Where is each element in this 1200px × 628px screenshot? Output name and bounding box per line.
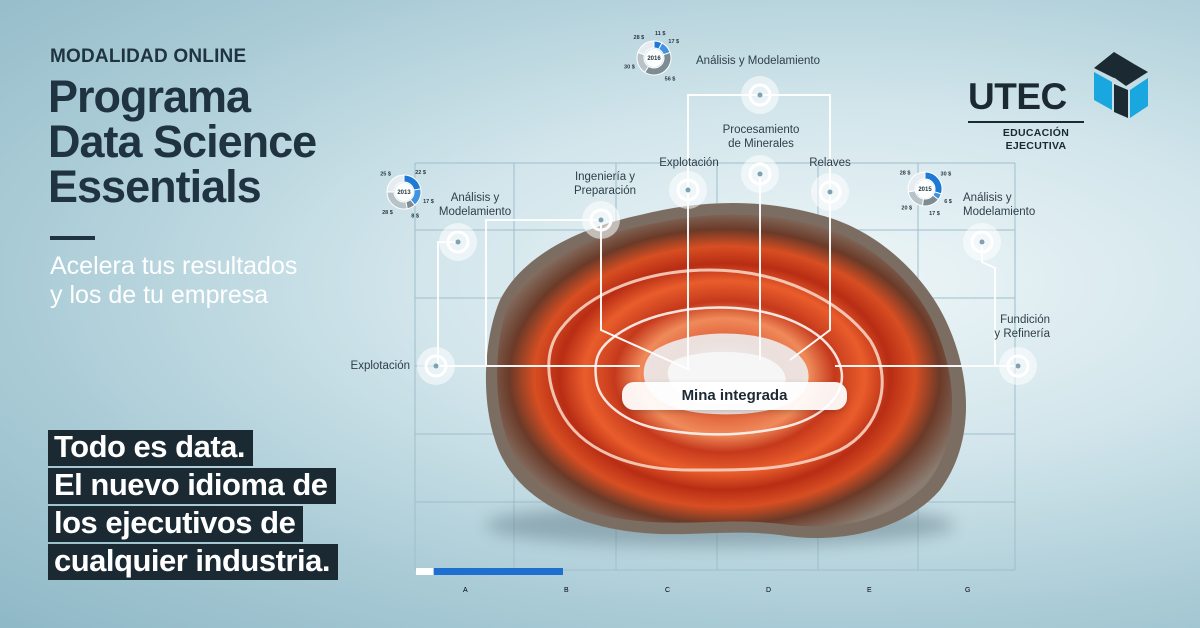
brand-unit-line: EDUCACIÓN	[1002, 127, 1070, 139]
donut-label: 28 $	[900, 170, 911, 176]
title-line: Programa	[48, 71, 251, 122]
column-label: D	[766, 587, 771, 594]
node-explotacion-top	[669, 171, 707, 209]
title-line: Essentials	[48, 161, 262, 212]
donut-label: 56 $	[665, 76, 676, 82]
agate-stone	[485, 202, 967, 538]
donut-hole	[395, 183, 413, 201]
donut-label: 28 $	[382, 210, 393, 216]
donut-hole	[645, 49, 663, 67]
progress-fill	[433, 568, 563, 575]
donut-year: 2013	[397, 190, 411, 196]
node-analisis-top	[741, 76, 779, 114]
tagline-line: cualquier industria.	[48, 544, 338, 580]
label-line: Análisis y	[963, 192, 1012, 204]
subtitle-line: Acelera tus resultados	[50, 252, 298, 280]
title-divider	[50, 236, 95, 240]
donut-label: 30 $	[941, 172, 952, 178]
label-line: de Minerales	[728, 138, 794, 150]
label-analisis-left: Análisis y Modelamiento	[420, 191, 530, 219]
label-line: Procesamiento	[722, 124, 800, 136]
label-line: Fundición	[1000, 314, 1050, 326]
label-fundicion: Fundición y Refinería	[955, 313, 1050, 341]
donut-label: 8 $	[411, 214, 419, 220]
brand-name: UTEC	[968, 76, 1067, 117]
donut-chart-2013: 22 $ 17 $ 8 $ 28 $ 25 $ 2013	[380, 170, 434, 220]
brand-unit: EDUCACIÓN EJECUTIVA	[988, 127, 1084, 153]
node-fundicion	[999, 347, 1037, 385]
donut-year: 2015	[918, 187, 932, 193]
grid-column-labels: A B C D E G	[463, 587, 970, 594]
donut-chart-2016: 11 $17 $ 56 $ 30 $ 28 $ 2016	[624, 31, 679, 83]
logo-divider	[968, 121, 1084, 123]
tagline-block: Todo es data. El nuevo idioma de los eje…	[48, 430, 338, 582]
node-relaves	[811, 173, 849, 211]
label-procesamiento: Procesamiento de Minerales	[706, 123, 816, 151]
donut-label: 25 $	[380, 172, 391, 178]
label-analisis-right: Análisis y Modelamiento	[963, 191, 1073, 219]
node-explotacion-left	[417, 347, 455, 385]
donut-label: 28 $	[634, 35, 645, 41]
donut-chart-2015: 30 $ 6 $ 17 $ 20 $ 28 $ 2015	[900, 170, 952, 217]
donut-label: 6 $	[944, 199, 952, 205]
label-line: Análisis y	[450, 192, 500, 204]
donut-label: 17 $	[668, 39, 679, 45]
donut-label: 30 $	[624, 64, 635, 70]
tagline-line: los ejecutivos de	[48, 506, 304, 542]
nodes	[417, 76, 1037, 385]
center-label-mina-integrada: Mina integrada	[622, 382, 847, 410]
subtitle: Acelera tus resultados y los de tu empre…	[50, 252, 297, 310]
label-line: y Refinería	[994, 328, 1050, 340]
donut-slice	[386, 174, 405, 193]
label-line: Ingeniería y	[574, 171, 636, 183]
node-analisis-left	[439, 223, 477, 261]
title-line: Data Science	[48, 116, 317, 167]
column-label: B	[564, 587, 569, 594]
page-title: Programa Data Science Essentials	[48, 71, 317, 212]
tagline-line: El nuevo idioma de	[48, 468, 336, 504]
label-line: Modelamiento	[963, 206, 1036, 218]
donut-slice	[907, 171, 926, 193]
node-procesamiento	[741, 155, 779, 193]
donut-hole	[916, 180, 934, 198]
label-line: Preparación	[573, 185, 636, 197]
donut-year: 2016	[647, 56, 661, 62]
donut-label: 17 $	[929, 211, 940, 217]
donut-label: 22 $	[415, 170, 426, 176]
label-relaves: Relaves	[809, 157, 851, 169]
donut-label: 17 $	[423, 199, 434, 205]
brand-unit-line: EJECUTIVA	[1005, 140, 1067, 152]
tagline-line: Todo es data.	[48, 430, 254, 466]
column-label: C	[665, 587, 670, 594]
utec-mark-icon	[1094, 52, 1148, 118]
label-ingenieria: Ingeniería y Preparación	[555, 170, 655, 198]
donut-slice	[637, 40, 655, 56]
utec-logo: UTEC EDUCACIÓN EJECUTIVA	[968, 48, 1158, 163]
donut-label: 11 $	[655, 31, 665, 37]
column-label: E	[867, 587, 872, 594]
label-analisis-top: Análisis y Modelamiento	[696, 55, 821, 67]
pretitle: MODALIDAD ONLINE	[50, 46, 247, 67]
label-line: Modelamiento	[438, 206, 512, 218]
label-explotacion-left: Explotación	[350, 360, 410, 372]
node-analisis-right	[963, 223, 1001, 261]
node-ingenieria	[582, 201, 620, 239]
donut-label: 20 $	[901, 206, 912, 212]
subtitle-line: y los de tu empresa	[50, 281, 269, 309]
column-label: G	[965, 587, 970, 594]
label-explotacion-top: Explotación	[659, 157, 719, 169]
column-label: A	[463, 587, 468, 594]
